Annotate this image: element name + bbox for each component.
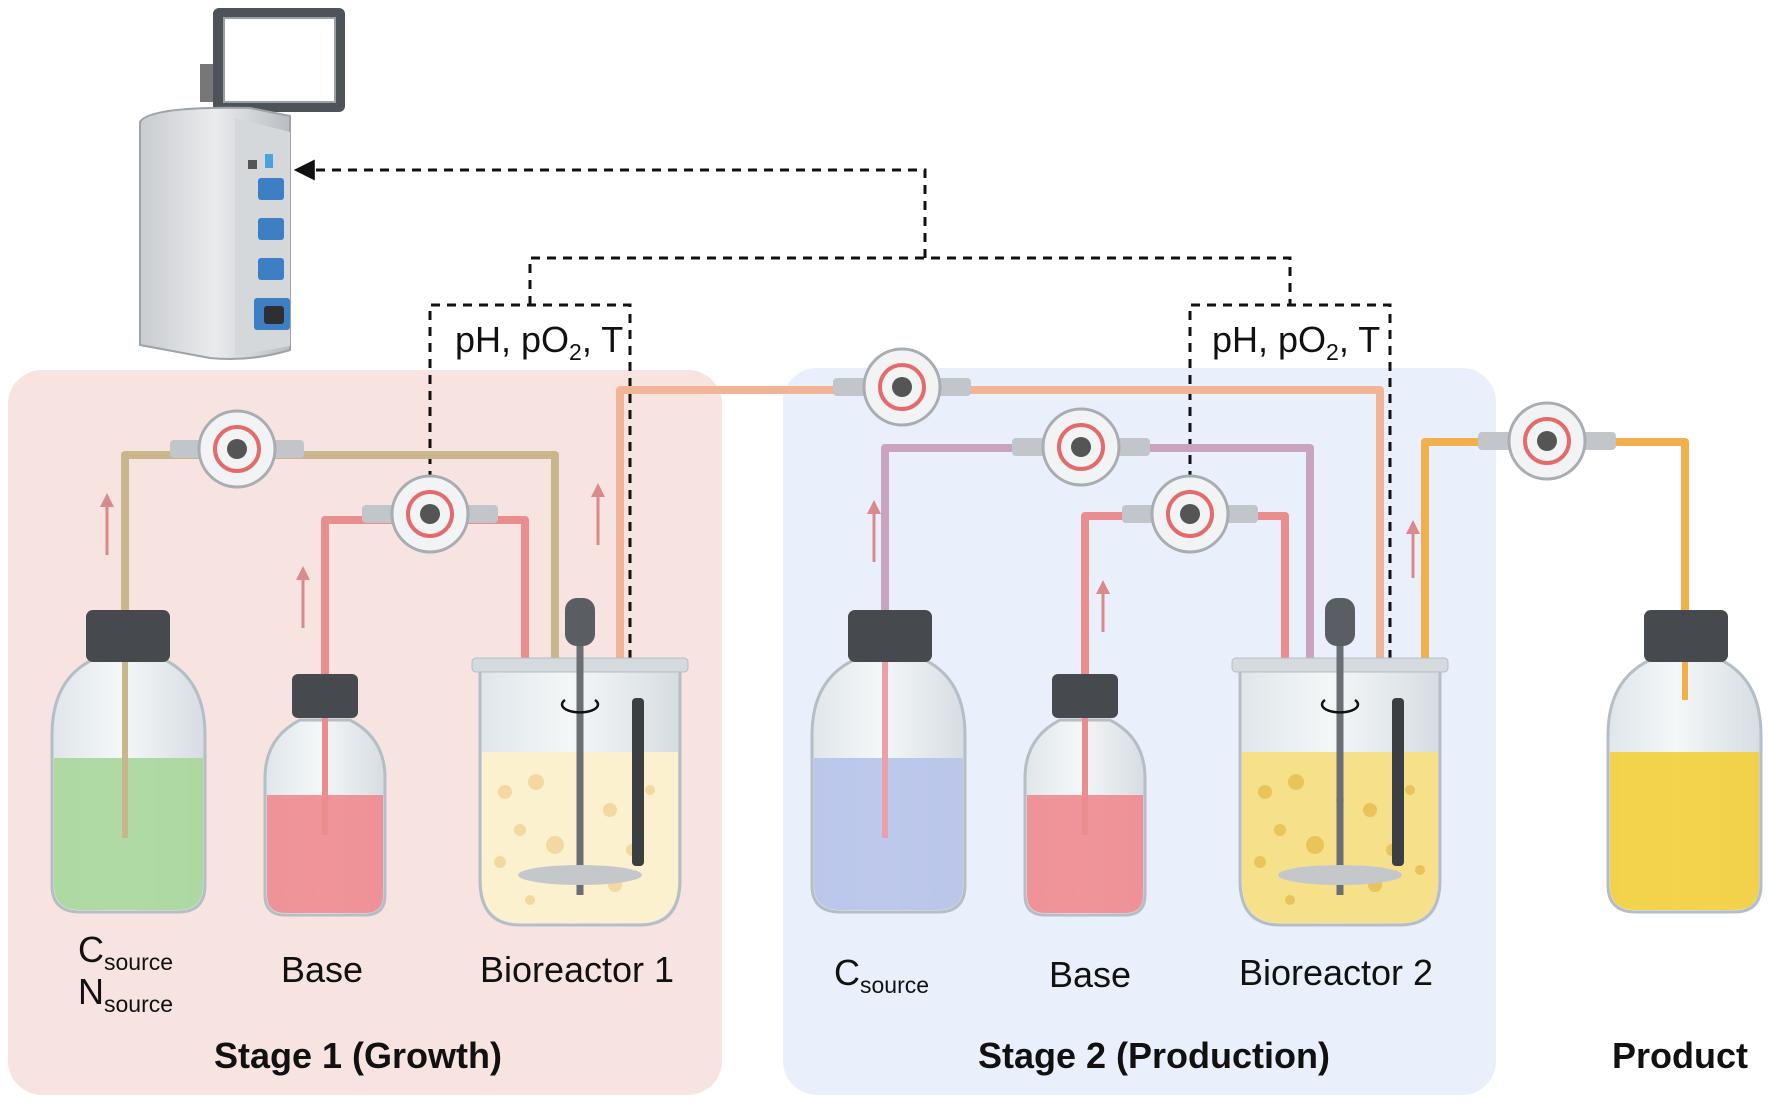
- flow-arrow-icon: [100, 483, 1420, 632]
- stage2-reactor-label: Bioreactor 2: [1239, 952, 1433, 993]
- stage1-title: Stage 1 (Growth): [214, 1035, 502, 1076]
- bioreactor-2: [1231, 598, 1449, 927]
- stage1-reactor-label: Bioreactor 1: [480, 949, 674, 990]
- bioreactor-1: [471, 598, 689, 927]
- stage1-bottle1-label-line1: Csource: [78, 929, 173, 975]
- probe-icon: [1392, 698, 1404, 866]
- peristaltic-pump-icon: [1122, 474, 1258, 554]
- rotation-arrow-icon: [1320, 698, 1360, 714]
- probe-icon: [632, 698, 644, 866]
- peristaltic-pump-icon: [362, 474, 498, 554]
- peristaltic-pump-icon: [1012, 407, 1150, 487]
- peristaltic-pump-icon: [833, 347, 971, 427]
- stage1-bottle1-label-line2: Nsource: [78, 971, 173, 1017]
- carbon-nitrogen-bottle: [50, 610, 207, 914]
- cell-cluster: [494, 774, 655, 905]
- stage2-bottle1-label: Csource: [834, 952, 929, 998]
- peristaltic-pump-icon: [170, 409, 304, 489]
- carbon-bottle: [810, 610, 967, 914]
- stage1-base-label: Base: [281, 949, 363, 990]
- product-title: Product: [1612, 1035, 1748, 1076]
- rotation-arrow-icon: [560, 698, 600, 714]
- controller-unit-icon: [139, 8, 345, 360]
- stage2-base-label: Base: [1049, 954, 1131, 995]
- sensor-label-1: pH, pO2, T: [455, 319, 623, 365]
- stirrer-icon: [1278, 865, 1402, 885]
- product-bottle: [1606, 610, 1763, 914]
- base-bottle-2: [1023, 674, 1147, 917]
- sensor-label-2: pH, pO2, T: [1212, 319, 1380, 365]
- stage2-title: Stage 2 (Production): [978, 1035, 1330, 1076]
- peristaltic-pump-icon: [1478, 401, 1616, 481]
- base-bottle-1: [263, 674, 387, 917]
- stirrer-icon: [518, 865, 642, 885]
